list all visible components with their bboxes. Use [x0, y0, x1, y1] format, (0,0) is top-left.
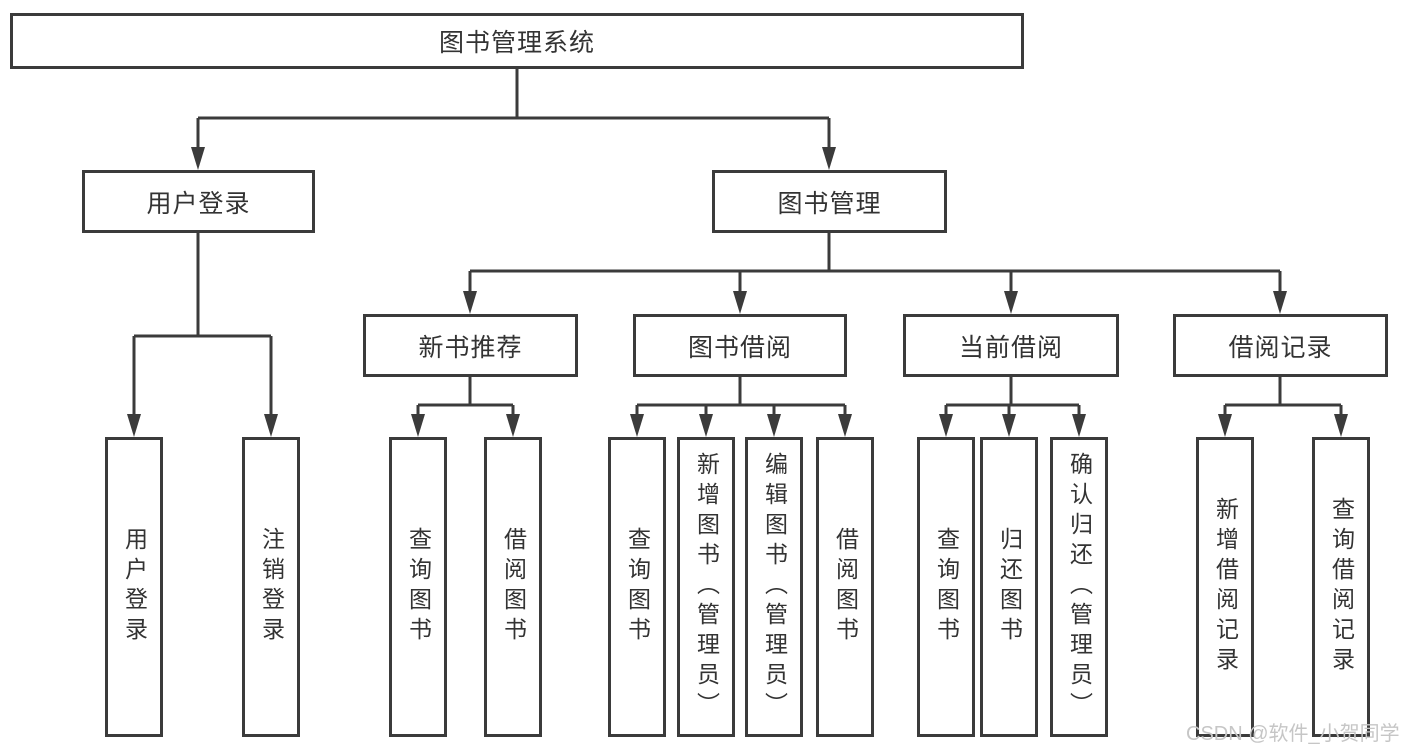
node-library-management-system: 图书管理系统: [10, 13, 1024, 69]
leaf-label: 编辑图书（管理员）: [761, 452, 788, 722]
leaf-borrow-books-recommend: 借阅图书: [484, 437, 542, 737]
node-user-login: 用户登录: [82, 170, 315, 233]
node-label: 图书管理: [777, 189, 882, 218]
node-book-borrowing: 图书借阅: [633, 314, 847, 377]
leaf-query-books-borrowing: 查询图书: [608, 437, 666, 737]
node-label: 图书管理系统: [438, 29, 595, 57]
node-label: 当前借阅: [958, 333, 1063, 362]
leaf-edit-books-admin: 编辑图书（管理员）: [745, 437, 803, 737]
leaf-confirm-return-admin: 确认归还（管理员）: [1050, 437, 1108, 737]
leaf-query-books-recommend: 查询图书: [389, 437, 447, 737]
leaf-label: 查询图书: [933, 527, 960, 647]
leaf-label: 借阅图书: [832, 527, 859, 647]
leaf-logout: 注销登录: [242, 437, 300, 737]
node-label: 借阅记录: [1228, 333, 1333, 362]
node-label: 用户登录: [146, 189, 251, 218]
leaf-label: 新增图书（管理员）: [693, 452, 720, 722]
leaf-add-books-admin: 新增图书（管理员）: [677, 437, 735, 737]
leaf-label: 查询图书: [624, 527, 651, 647]
node-label: 新书推荐: [418, 333, 523, 362]
leaf-label: 用户登录: [121, 527, 148, 647]
node-borrowing-records: 借阅记录: [1173, 314, 1388, 377]
node-current-borrowing: 当前借阅: [903, 314, 1119, 377]
leaf-label: 确认归还（管理员）: [1066, 452, 1093, 722]
leaf-query-borrow-record: 查询借阅记录: [1312, 437, 1370, 737]
leaf-label: 借阅图书: [500, 527, 527, 647]
node-label: 图书借阅: [687, 333, 792, 362]
leaf-user-login: 用户登录: [105, 437, 163, 737]
leaf-return-books: 归还图书: [980, 437, 1038, 737]
leaf-label: 查询图书: [405, 527, 432, 647]
leaf-query-books-current: 查询图书: [917, 437, 975, 737]
leaf-borrow-books-borrowing: 借阅图书: [816, 437, 874, 737]
leaf-label: 查询借阅记录: [1328, 497, 1355, 677]
node-book-management: 图书管理: [712, 170, 947, 233]
leaf-label: 归还图书: [996, 527, 1023, 647]
arrowheads: [127, 147, 1348, 437]
leaf-label: 注销登录: [258, 527, 285, 647]
leaf-label: 新增借阅记录: [1212, 497, 1239, 677]
csdn-watermark: CSDN @软件_小贺同学: [1186, 723, 1400, 745]
node-new-book-recommend: 新书推荐: [363, 314, 578, 377]
leaf-add-borrow-record: 新增借阅记录: [1196, 437, 1254, 737]
